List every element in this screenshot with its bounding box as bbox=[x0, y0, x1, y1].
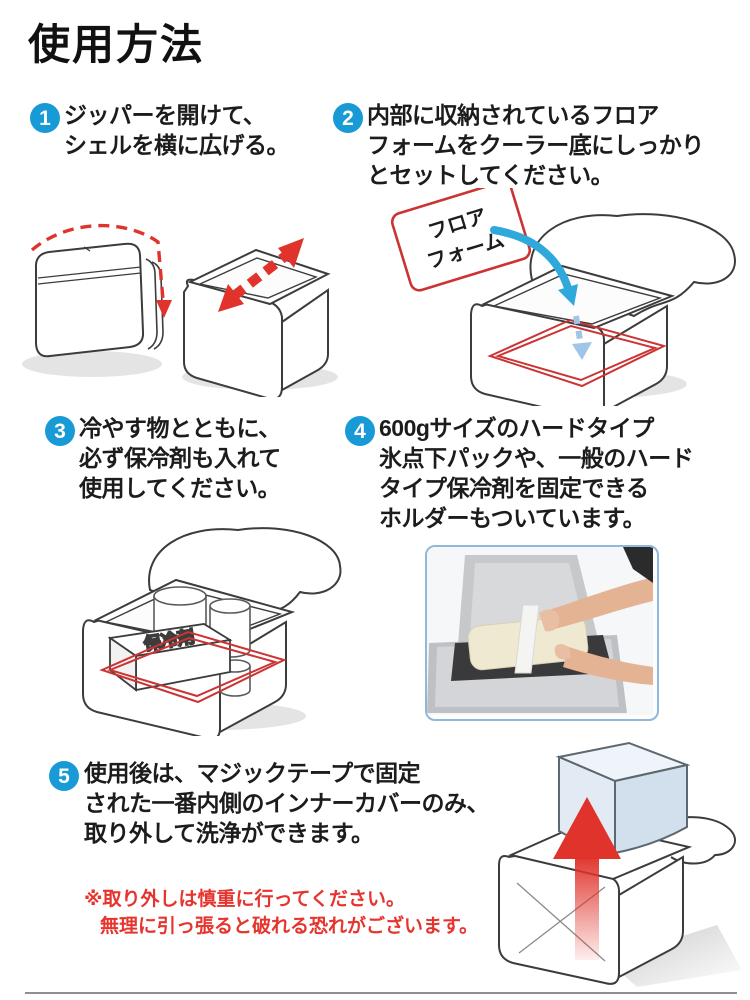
opened-cooler-drawing bbox=[183, 248, 331, 397]
step-2-illustration-floor-foam: フロア フォーム bbox=[390, 188, 736, 406]
step-1-illustration-cooler-unzip bbox=[22, 223, 338, 397]
shadow bbox=[22, 351, 162, 377]
step-5-line-3: 取り外して洗浄ができます。 bbox=[84, 820, 374, 846]
step-3-number: 3 bbox=[54, 419, 66, 443]
step-1-number-badge: 1 bbox=[30, 103, 60, 133]
step-3-text: 冷やす物とともに、 必ず保冷剤も入れて 使用してください。 bbox=[79, 413, 281, 503]
shadow bbox=[607, 925, 742, 987]
floor-outline bbox=[99, 630, 287, 704]
step-2-text: 内部に収納されているフロア フォームをクーラー底にしっかり とセットしてください… bbox=[367, 100, 704, 190]
page-title: 使用方法 bbox=[28, 21, 205, 68]
step-5-number: 5 bbox=[58, 764, 70, 788]
cooler-body-drawing bbox=[470, 264, 676, 406]
insert-arrow bbox=[490, 226, 592, 360]
step-3-illustration-ice-pack-inside: 保冷剤 bbox=[82, 527, 342, 736]
step-1-line-2: シェルを横に広げる。 bbox=[64, 132, 290, 158]
step-4-line-4: ホルダーもついています。 bbox=[379, 505, 646, 531]
step-1-number: 1 bbox=[39, 106, 51, 130]
photo-holder-strap bbox=[514, 604, 540, 674]
step-1-line-1: ジッパーを開けて、 bbox=[64, 102, 266, 128]
step-5-line-2: された一番内側のインナーカバーのみ、 bbox=[84, 790, 490, 816]
step-4-line-1: 600gサイズのハードタイプ bbox=[379, 415, 654, 441]
caution-note-line-1: ※取り外しは慎重に行ってください。 bbox=[84, 889, 405, 910]
step-3-line-1: 冷やす物とともに、 bbox=[79, 415, 281, 441]
lift-arrow bbox=[553, 797, 621, 960]
step-4-photo-holder-strap bbox=[425, 545, 659, 721]
photo-content bbox=[427, 547, 653, 715]
photo-sleeve bbox=[623, 547, 653, 583]
photo-hand bbox=[554, 644, 571, 660]
caution-note: ※取り外しは慎重に行ってください。 無理に引っ張ると破れる恐れがございます。 bbox=[84, 886, 478, 940]
step-5-illustration-inner-cover-removal bbox=[498, 741, 742, 987]
step-2-number-badge: 2 bbox=[333, 103, 363, 133]
step-5-text: 使用後は、マジックテープで固定 された一番内側のインナーカバーのみ、 取り外して… bbox=[84, 758, 490, 848]
step-3-number-badge: 3 bbox=[45, 416, 75, 446]
step-4-number: 4 bbox=[354, 419, 366, 443]
section-divider-line bbox=[25, 992, 737, 994]
step-1-text: ジッパーを開けて、 シェルを横に広げる。 bbox=[64, 100, 290, 160]
step-5-number-badge: 5 bbox=[49, 761, 79, 791]
step-2-line-3: とセットしてください。 bbox=[367, 162, 614, 188]
step-4-line-2: 氷点下パックや、一般のハード bbox=[379, 445, 694, 471]
step-3-line-2: 必ず保冷剤も入れて bbox=[79, 445, 281, 471]
step-4-line-3: タイプ保冷剤を固定できる bbox=[379, 475, 649, 501]
photo-arm-lower bbox=[563, 647, 653, 685]
step-4-text: 600gサイズのハードタイプ 氷点下パックや、一般のハード タイプ保冷剤を固定で… bbox=[379, 413, 694, 533]
closed-cooler-drawing bbox=[34, 242, 164, 358]
photo-hand bbox=[539, 609, 560, 632]
spread-arrow bbox=[218, 238, 304, 312]
step-2-line-2: フォームをクーラー底にしっかり bbox=[367, 132, 704, 158]
unzip-arrow bbox=[30, 223, 172, 318]
caution-note-line-2: 無理に引っ張ると破れる恐れがございます。 bbox=[100, 916, 479, 937]
floor-target-outline bbox=[487, 318, 667, 388]
step-5-line-1: 使用後は、マジックテープで固定 bbox=[84, 760, 421, 786]
step-3-line-3: 使用してください。 bbox=[79, 475, 281, 501]
step-4-number-badge: 4 bbox=[345, 416, 375, 446]
photo-arm-upper bbox=[539, 577, 653, 631]
floor-foam-board: フロア フォーム bbox=[390, 188, 532, 292]
step-2-line-1: 内部に収納されているフロア bbox=[367, 102, 659, 128]
step-2-number: 2 bbox=[342, 106, 354, 130]
